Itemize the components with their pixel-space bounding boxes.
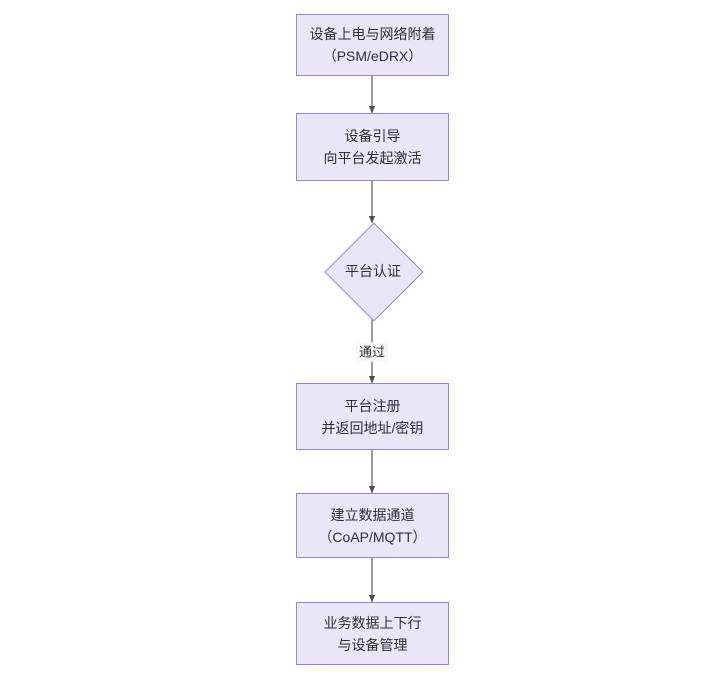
node-label-line: 建立数据通道 bbox=[330, 506, 415, 523]
node-label-line: （CoAP/MQTT） bbox=[318, 528, 427, 545]
node-label-line: 设备上电与网络附着 bbox=[309, 26, 436, 42]
node-platform-authentication[interactable]: 平台认证 bbox=[324, 222, 424, 321]
edge-label-pass: 通过 bbox=[355, 342, 389, 362]
node-label-line: 设备引导 bbox=[344, 128, 401, 144]
node-label-line: 平台注册 bbox=[344, 397, 401, 414]
node-label-line: 与设备管理 bbox=[337, 636, 408, 653]
node-label-line: （PSM/eDRX） bbox=[322, 48, 423, 64]
node-device-power-on[interactable]: 设备上电与网络附着 （PSM/eDRX） bbox=[296, 14, 449, 76]
node-business-data-and-device-management[interactable]: 业务数据上下行 与设备管理 bbox=[296, 602, 449, 665]
node-label-line: 业务数据上下行 bbox=[323, 614, 422, 631]
node-establish-data-channel[interactable]: 建立数据通道 （CoAP/MQTT） bbox=[296, 493, 449, 558]
node-label-line: 平台认证 bbox=[345, 262, 401, 279]
node-device-bootstrap[interactable]: 设备引导 向平台发起激活 bbox=[296, 113, 449, 181]
node-label-line: 并返回地址/密钥 bbox=[321, 419, 424, 436]
node-label-line: 向平台发起激活 bbox=[323, 150, 422, 166]
node-platform-registration[interactable]: 平台注册 并返回地址/密钥 bbox=[296, 383, 449, 450]
